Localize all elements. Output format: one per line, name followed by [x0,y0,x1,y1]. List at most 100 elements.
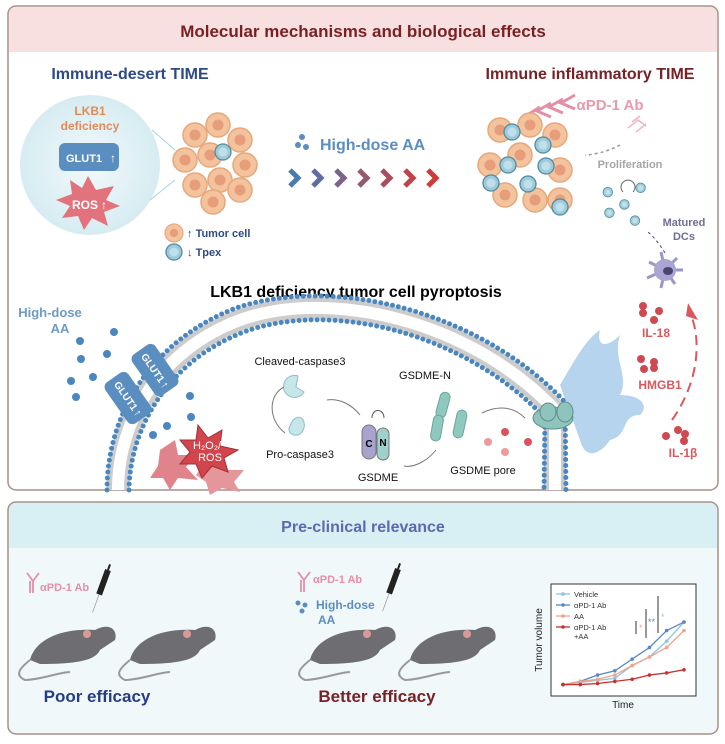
data-point [630,677,634,682]
gsdme-n-fragments-icon [430,391,468,442]
title-band [9,7,717,52]
data-point [613,669,617,673]
gsdme-pore-label: GSDME pore [450,465,515,477]
antibody-icon [627,115,647,133]
tumor-cell-icon [164,223,184,243]
title-band [9,503,717,548]
series-line [562,621,685,686]
svg-text:N: N [379,438,386,449]
data-point [613,673,617,677]
series-line [563,669,685,686]
cleaved-caspase3-icon [283,374,305,398]
ros-burst-icon [56,176,120,230]
legend-label: Vehicle [574,590,598,599]
significance-label: * [661,612,665,622]
left-antibody-label: αPD-1 Ab [40,582,89,594]
data-point [613,676,617,681]
h2o2-label: H₂O₂/ [193,440,222,452]
data-point [664,639,669,643]
data-point [595,677,600,682]
aa-label-1: High-dose [18,305,82,320]
legend-marker [561,603,565,607]
data-point [578,679,583,684]
syringe-icon [382,563,401,612]
glut1-box [59,143,119,171]
y-axis-label: Tumor volume [534,608,545,672]
il1b-label: IL-1β [669,446,698,460]
data-point [561,682,565,687]
svg-text:C: C [365,439,372,450]
data-point [595,681,600,686]
plot-area [550,583,697,697]
right-antibody-label: αPD-1 Ab [313,574,362,586]
aa-molecules-icon [67,328,195,439]
gsdme-pore-icon [532,401,574,430]
cytoplasm-release-splash [560,330,644,454]
data-point [613,679,617,684]
svg-text:↑: ↑ [131,407,144,418]
data-point [682,628,686,633]
data-point [664,671,669,675]
legend-label: αPD-1 Ab [574,623,606,632]
data-point [595,673,600,677]
lkb1-label: LKB1 [74,104,106,118]
antibody-icon [297,571,311,592]
panel-title: Pre-clinical relevance [281,519,445,536]
data-point [647,645,652,650]
aa-dots-icon [295,600,308,614]
data-point [578,682,583,687]
il18-label: IL-18 [642,326,670,340]
series-line [562,630,685,686]
il18-icon [639,302,663,324]
glut1-label: GLUT1 [66,153,102,165]
better-efficacy-label: Better efficacy [318,687,436,706]
up-arrow-icon: ↑ [101,198,107,212]
gsdme-n-label: GSDME-N [399,370,451,382]
dcs-label: DCs [673,231,695,243]
right-aa-label-2: AA [318,613,336,627]
significance-label: * [639,623,643,633]
antibody-icon [26,572,40,593]
cleavage-arrow-icon [326,399,361,416]
top-panel: Molecular mechanisms and biological effe… [7,5,719,495]
cytokine-dots-icon [484,428,532,456]
right-aa-label-1: High-dose [316,598,375,612]
pore-formation-arrow-icon [481,407,526,419]
immune-inflammatory-heading: Immune inflammatory TIME [486,66,695,83]
tpex-icon [165,243,183,261]
gsdme-linker [371,410,385,419]
dashed-arrow-icon [671,317,698,421]
legend-label: αPD-1 Ab [574,601,606,610]
syringe-icon [92,564,111,613]
pro-caspase3-label: Pro-caspase3 [266,449,334,461]
series-line [562,621,685,686]
cleavage-arrow-icon [403,449,437,467]
ros-label: ROS [72,198,98,212]
ros-burst-icon [150,440,198,490]
dashed-arrow-icon [647,231,666,254]
data-point [630,657,634,661]
arrowhead-icon [686,303,698,320]
x-axis-label: Time [612,700,634,711]
cycle-arrow-icon [620,179,636,193]
panel-title: Molecular mechanisms and biological effe… [180,22,546,41]
high-dose-aa-label: High-dose AA [320,137,426,154]
hmgb1-label: HMGB1 [638,378,682,392]
bottom-panel: Pre-clinical relevance αPD-1 Ab Poor eff… [7,501,719,735]
gsdme-label: GSDME [358,472,398,484]
glut1-transporter-top: GLUT1 ↑ [131,343,179,397]
data-point [647,673,652,677]
significance-brackets: * ** * [635,596,665,638]
gsdme-c-domain [361,424,377,460]
legend-marker [561,592,565,596]
cleaved-caspase3-label: Cleaved-caspase3 [254,356,345,368]
deficiency-label: deficiency [61,119,120,133]
data-point [647,655,652,659]
aa-dots-icon [295,134,309,150]
legend-tpex-desert: ↓ Tpex [187,247,222,259]
up-arrow-icon: ↑ [110,151,116,165]
significance-label: ** [648,617,656,627]
